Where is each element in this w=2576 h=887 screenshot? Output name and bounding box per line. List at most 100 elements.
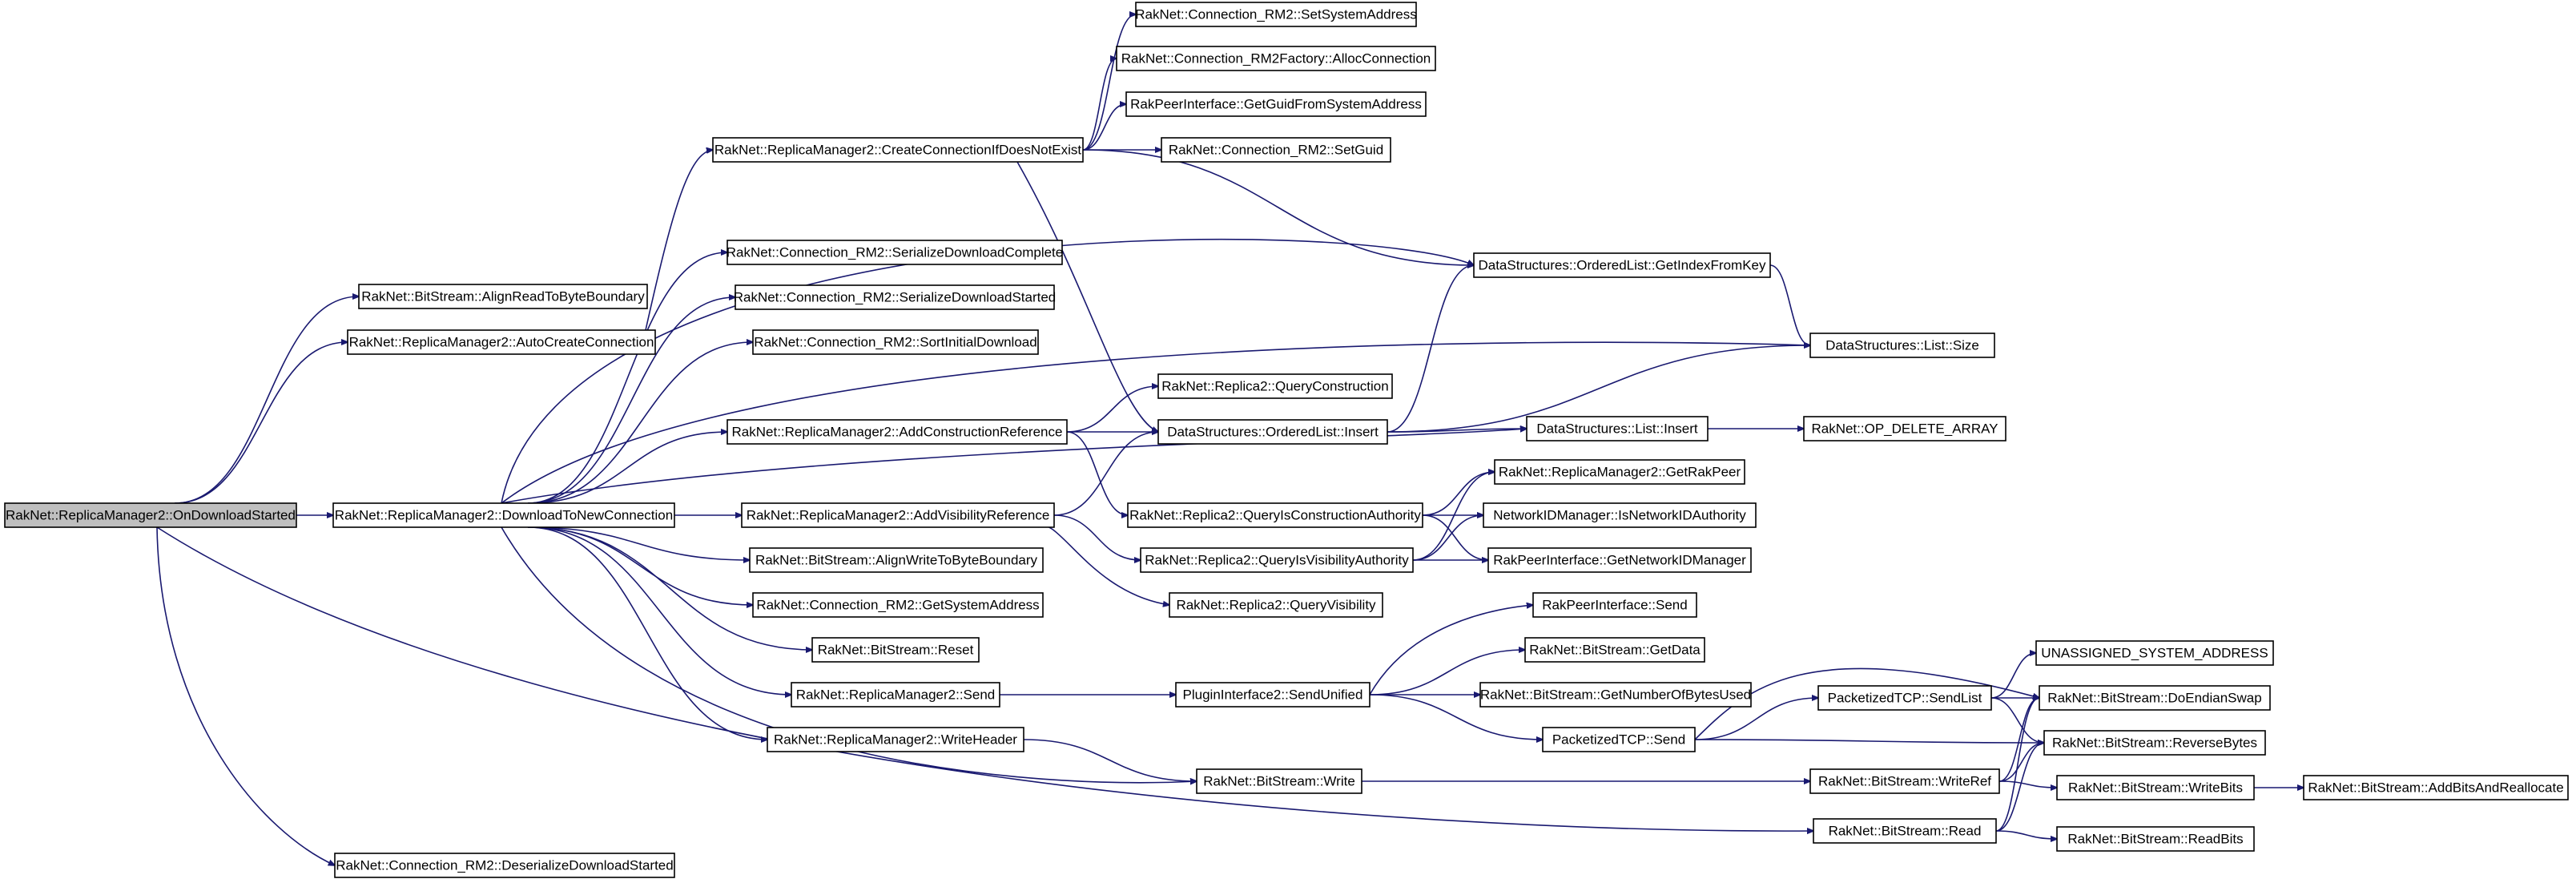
node-root[interactable]: RakNet::ReplicaManager2::OnDownloadStart… bbox=[4, 502, 297, 528]
node-label: RakNet::Replica2::QueryConstruction bbox=[1161, 379, 1388, 394]
node-box bbox=[727, 240, 1063, 265]
node-label: RakNet::Connection_RM2::DeserializeDownl… bbox=[336, 858, 673, 873]
node-sortInit[interactable]: RakNet::Connection_RM2::SortInitialDownl… bbox=[752, 329, 1039, 355]
node-autoCreate[interactable]: RakNet::ReplicaManager2::AutoCreateConne… bbox=[347, 329, 656, 355]
node-isNetAuth[interactable]: NetworkIDManager::IsNetworkIDAuthority bbox=[1483, 502, 1757, 528]
node-readBits[interactable]: RakNet::BitStream::ReadBits bbox=[2056, 826, 2255, 852]
node-olInsert[interactable]: DataStructures::OrderedList::Insert bbox=[1157, 419, 1388, 445]
node-writeHeader[interactable]: RakNet::ReplicaManager2::WriteHeader bbox=[767, 727, 1024, 752]
edge-downloadNew-to-rmSend bbox=[527, 526, 791, 695]
node-layer: RakNet::ReplicaManager2::OnDownloadStart… bbox=[4, 2, 2569, 878]
node-box bbox=[811, 637, 980, 663]
node-addBits[interactable]: RakNet::BitStream::AddBitsAndReallocate bbox=[2303, 775, 2569, 800]
node-label: RakNet::Connection_RM2::GetSystemAddress bbox=[756, 598, 1039, 613]
node-label: RakNet::Replica2::QueryVisibility bbox=[1176, 598, 1376, 613]
edge-downloadNew-to-listInsert bbox=[501, 429, 1527, 504]
node-label: RakPeerInterface::Send bbox=[1542, 598, 1687, 613]
node-getIndex[interactable]: DataStructures::OrderedList::GetIndexFro… bbox=[1473, 252, 1771, 278]
node-label: RakNet::BitStream::GetData bbox=[1529, 643, 1701, 658]
node-label: RakNet::BitStream::ReadBits bbox=[2067, 832, 2243, 847]
node-qVis[interactable]: RakNet::Replica2::QueryVisibility bbox=[1169, 592, 1383, 618]
node-label: RakNet::BitStream::AddBitsAndReallocate bbox=[2308, 780, 2563, 796]
node-queryConst[interactable]: RakNet::Replica2::QueryConstruction bbox=[1157, 373, 1393, 399]
node-getData[interactable]: RakNet::BitStream::GetData bbox=[1524, 637, 1705, 663]
node-box bbox=[727, 419, 1068, 445]
node-bsReset[interactable]: RakNet::BitStream::Reset bbox=[811, 637, 980, 663]
node-reverseBytes[interactable]: RakNet::BitStream::ReverseBytes bbox=[2043, 730, 2266, 756]
node-getGuidFromSA[interactable]: RakPeerInterface::GetGuidFromSystemAddre… bbox=[1125, 91, 1427, 117]
node-setGuid[interactable]: RakNet::Connection_RM2::SetGuid bbox=[1161, 137, 1391, 163]
node-box bbox=[1803, 416, 2006, 441]
node-label: PacketizedTCP::Send bbox=[1552, 732, 1685, 748]
node-deserializeDS[interactable]: RakNet::Connection_RM2::DeserializeDownl… bbox=[334, 853, 675, 878]
node-ptcpSend[interactable]: PacketizedTCP::Send bbox=[1542, 727, 1696, 752]
node-listInsert[interactable]: DataStructures::List::Insert bbox=[1526, 416, 1709, 441]
edge-root-to-bsRead bbox=[156, 526, 1813, 831]
node-createConn[interactable]: RakNet::ReplicaManager2::CreateConnectio… bbox=[712, 137, 1084, 163]
node-box bbox=[1483, 502, 1757, 528]
node-box bbox=[1196, 768, 1362, 794]
node-writeRef[interactable]: RakNet::BitStream::WriteRef bbox=[1809, 768, 2000, 794]
node-downloadNew[interactable]: RakNet::ReplicaManager2::DownloadToNewCo… bbox=[332, 502, 675, 528]
node-qVisAuth[interactable]: RakNet::Replica2::QueryIsVisibilityAutho… bbox=[1140, 547, 1414, 573]
node-label: RakNet::Connection_RM2::SortInitialDownl… bbox=[754, 335, 1036, 350]
node-sendList[interactable]: PacketizedTCP::SendList bbox=[1817, 685, 1992, 711]
node-rpiSend[interactable]: RakPeerInterface::Send bbox=[1532, 592, 1697, 618]
node-serDC[interactable]: RakNet::Connection_RM2::SerializeDownloa… bbox=[727, 240, 1063, 265]
node-setSysAddr[interactable]: RakNet::Connection_RM2::SetSystemAddress bbox=[1135, 2, 1417, 27]
edge-createConn-to-olInsert bbox=[1016, 161, 1158, 432]
node-label: DataStructures::List::Insert bbox=[1536, 421, 1698, 437]
edge-olInsert-to-listSize bbox=[1387, 345, 1810, 433]
node-qConstAuth[interactable]: RakNet::Replica2::QueryIsConstructionAut… bbox=[1127, 502, 1423, 528]
edge-ptcpSend-to-reverseBytes bbox=[1694, 739, 2044, 743]
node-label: RakNet::Connection_RM2::SetSystemAddress bbox=[1135, 7, 1417, 22]
node-bsRead[interactable]: RakNet::BitStream::Read bbox=[1813, 818, 1997, 844]
node-addVisRef[interactable]: RakNet::ReplicaManager2::AddVisibilityRe… bbox=[741, 502, 1055, 528]
edge-writeHeader-to-bsWrite bbox=[1023, 739, 1197, 781]
node-label: RakNet::BitStream::DoEndianSwap bbox=[2047, 691, 2261, 706]
node-label: RakNet::Connection_RM2::SerializeDownloa… bbox=[727, 245, 1063, 260]
edge-ptcpSend-to-doEndian bbox=[1694, 667, 2039, 740]
node-listSize[interactable]: DataStructures::List::Size bbox=[1809, 333, 1995, 358]
node-label: RakNet::ReplicaManager2::Send bbox=[796, 687, 996, 703]
edge-bsRead-to-reverseBytes bbox=[1995, 743, 2044, 832]
edge-sendUnified-to-ptcpSend bbox=[1369, 694, 1543, 740]
node-unassigned[interactable]: UNASSIGNED_SYSTEM_ADDRESS bbox=[2035, 640, 2274, 666]
node-box bbox=[1125, 91, 1427, 117]
node-box bbox=[347, 329, 656, 355]
edge-createConn-to-setSysAddr bbox=[1082, 14, 1136, 151]
node-getNetIDMgr[interactable]: RakPeerInterface::GetNetworkIDManager bbox=[1487, 547, 1752, 573]
edge-sendList-to-reverseBytes bbox=[1990, 697, 2044, 743]
node-opDelete[interactable]: RakNet::OP_DELETE_ARRAY bbox=[1803, 416, 2006, 441]
edge-qVisAuth-to-getRakPeer bbox=[1412, 472, 1495, 561]
node-addConstRef[interactable]: RakNet::ReplicaManager2::AddConstruction… bbox=[727, 419, 1068, 445]
node-getSysAddr[interactable]: RakNet::Connection_RM2::GetSystemAddress bbox=[752, 592, 1044, 618]
node-label: RakNet::OP_DELETE_ARRAY bbox=[1811, 421, 1998, 437]
node-serDS[interactable]: RakNet::Connection_RM2::SerializeDownloa… bbox=[734, 284, 1057, 310]
node-label: PacketizedTCP::SendList bbox=[1828, 691, 1982, 706]
edge-downloadNew-to-getSysAddr bbox=[527, 526, 753, 605]
node-getNumBytes[interactable]: RakNet::BitStream::GetNumberOfBytesUsed bbox=[1479, 682, 1752, 708]
node-allocConn[interactable]: RakNet::Connection_RM2Factory::AllocConn… bbox=[1116, 46, 1436, 71]
node-getRakPeer[interactable]: RakNet::ReplicaManager2::GetRakPeer bbox=[1494, 459, 1745, 485]
node-sendUnified[interactable]: PluginInterface2::SendUnified bbox=[1175, 682, 1371, 708]
node-label: RakNet::BitStream::AlignReadToByteBounda… bbox=[361, 289, 645, 304]
node-box bbox=[1127, 502, 1423, 528]
node-doEndian[interactable]: RakNet::BitStream::DoEndianSwap bbox=[2039, 685, 2271, 711]
node-bsWrite[interactable]: RakNet::BitStream::Write bbox=[1196, 768, 1362, 794]
node-label: RakNet::BitStream::Write bbox=[1203, 774, 1355, 789]
node-box bbox=[2056, 775, 2255, 800]
edge-downloadNew-to-writeHeader bbox=[527, 526, 767, 740]
edge-ptcpSend-to-sendList bbox=[1694, 698, 1818, 740]
node-box bbox=[735, 284, 1055, 310]
node-box bbox=[1479, 682, 1752, 708]
edge-root-to-alignRead bbox=[174, 296, 359, 504]
edge-downloadNew-to-addConstRef bbox=[527, 432, 727, 504]
node-writeBits[interactable]: RakNet::BitStream::WriteBits bbox=[2056, 775, 2255, 800]
node-label: RakNet::Connection_RM2::SetGuid bbox=[1169, 143, 1383, 158]
node-label: RakNet::ReplicaManager2::CreateConnectio… bbox=[714, 143, 1082, 158]
node-alignRead[interactable]: RakNet::BitStream::AlignReadToByteBounda… bbox=[358, 284, 648, 309]
node-rmSend[interactable]: RakNet::ReplicaManager2::Send bbox=[791, 682, 1000, 708]
edge-writeRef-to-writeBits bbox=[1998, 780, 2057, 788]
node-alignWrite[interactable]: RakNet::BitStream::AlignWriteToByteBound… bbox=[749, 547, 1044, 573]
